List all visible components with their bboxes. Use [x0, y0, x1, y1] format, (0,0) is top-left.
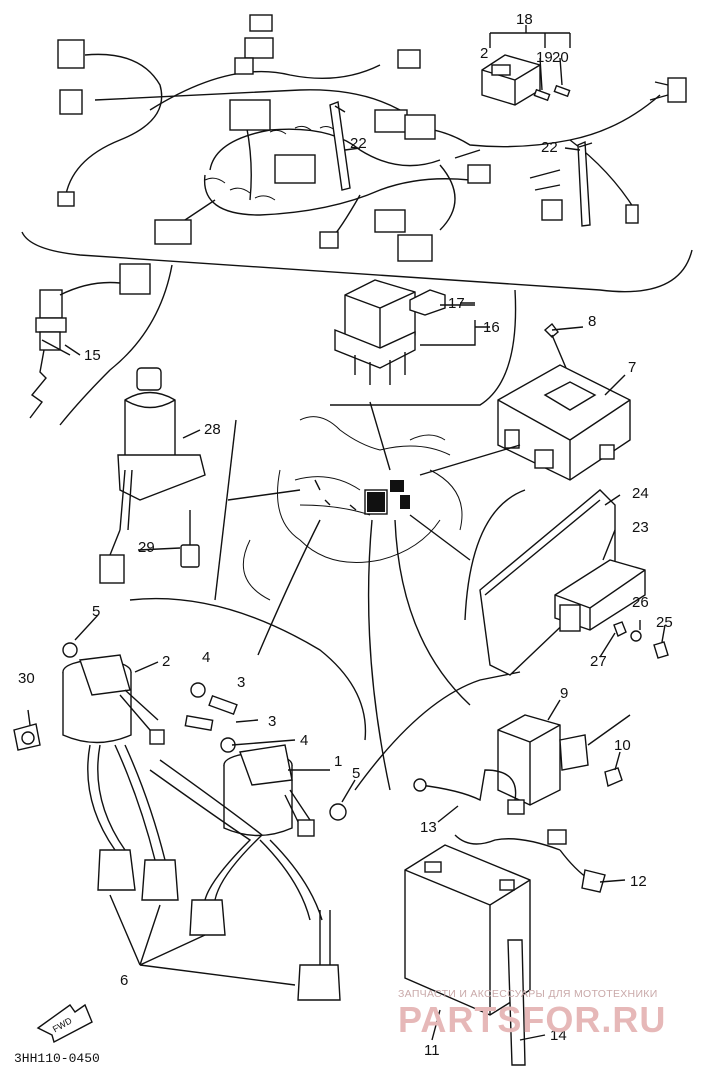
collar-26: [630, 630, 642, 642]
harness-connector: [274, 154, 316, 184]
switch-panel-divider: [214, 419, 237, 601]
diagram-code: 3HH110-0450: [14, 1051, 100, 1066]
callout-28: 28: [204, 421, 221, 438]
harness-connector: [249, 14, 273, 32]
sensor-with-lead: [29, 263, 151, 419]
cable-tie: [577, 140, 591, 227]
leader-6: [109, 894, 296, 986]
callout-14: 14: [550, 1027, 567, 1044]
harness-connector: [467, 164, 491, 184]
callout-1: 1: [334, 753, 342, 770]
harness-connector: [57, 39, 85, 69]
callout-17: 17: [448, 295, 465, 312]
starter-relay: [334, 279, 416, 385]
washer-4: [190, 682, 206, 698]
bolt-25: [653, 641, 669, 659]
callout-8: 8: [588, 313, 596, 330]
callout-20: 20: [552, 49, 569, 66]
ignition-coil-2: [62, 654, 165, 745]
harness-connector: [59, 89, 83, 115]
harness-connector: [374, 209, 406, 233]
washer-27: [613, 621, 627, 637]
nut-10: [604, 767, 623, 787]
leader-arrows: [227, 401, 521, 791]
starter-switch: [497, 714, 631, 806]
callout-6: 6: [120, 972, 128, 989]
harness-section-divider: [21, 231, 693, 293]
bolt-3: [184, 694, 238, 731]
callout-2-coil: 2: [162, 653, 170, 670]
ignitor-unit: [497, 364, 631, 481]
callout-4-upper: 4: [202, 649, 210, 666]
relay-fuse: [409, 289, 446, 316]
harness-connector: [541, 199, 563, 221]
callout-19: 19: [536, 49, 553, 66]
harness-connector: [154, 219, 192, 245]
battery-negative-cable: [413, 769, 525, 815]
callout-29: 29: [138, 539, 155, 556]
callout-22-left: 22: [350, 135, 367, 152]
callout-5-right: 5: [352, 765, 360, 782]
bolt-29: [180, 510, 200, 568]
label-leaders: [27, 147, 666, 1041]
cable-tie: [329, 101, 351, 191]
grommet-5: [329, 803, 347, 821]
battery-section-divider: [354, 671, 521, 791]
callout-16: 16: [483, 319, 500, 336]
callout-3-lower: 3: [268, 713, 276, 730]
callout-22-right: 22: [541, 139, 558, 156]
ignition-coil-1: [223, 744, 315, 837]
forward-direction-arrow: FWD: [36, 1003, 93, 1044]
battery: [404, 844, 531, 1016]
callout-9: 9: [560, 685, 568, 702]
harness-connector: [667, 77, 687, 103]
harness-connector: [244, 37, 274, 59]
clamp-30: [13, 723, 41, 751]
callout-7: 7: [628, 359, 636, 376]
callout-25: 25: [656, 614, 673, 631]
rectifier-regulator: [554, 559, 646, 632]
callout-11: 11: [424, 1042, 440, 1059]
callout-18: 18: [516, 11, 533, 28]
spark-plug-caps: [97, 849, 341, 1001]
callout-4-lower: 4: [300, 732, 308, 749]
bracket-section-divider: [464, 489, 526, 621]
battery-positive-cable: [454, 829, 606, 893]
callout-24: 24: [632, 485, 649, 502]
screw: [543, 322, 559, 338]
harness-connector: [229, 99, 271, 131]
callout-10: 10: [614, 737, 631, 754]
harness-connector: [404, 114, 436, 140]
watermark-tagline: ЗАПЧАСТИ И АКСЕССУАРЫ ДЛЯ МОТОТЕХНИКИ: [398, 988, 658, 1000]
callout-2-fuse: 2: [480, 45, 488, 62]
fuse-box: [481, 54, 571, 106]
watermark-logo: PARTSFOR.RU: [398, 999, 666, 1040]
wire-harness: [57, 14, 687, 262]
callout-23: 23: [632, 519, 649, 536]
harness-connector: [374, 109, 408, 133]
callout-13: 13: [420, 819, 437, 836]
left-section-divider: [59, 264, 173, 426]
callout-26: 26: [632, 594, 649, 611]
harness-connector: [319, 231, 339, 249]
high-tension-leads: [87, 744, 331, 970]
callout-3-upper: 3: [237, 674, 245, 691]
harness-connector: [57, 191, 75, 207]
harness-connector: [625, 204, 639, 224]
breather-hose: [507, 939, 526, 1066]
callout-15: 15: [84, 347, 101, 364]
motorcycle-outline: [242, 416, 463, 601]
callout-30: 30: [18, 670, 35, 687]
grommet-5: [62, 642, 78, 658]
harness-connector: [397, 234, 433, 262]
relay-section-divider: [330, 289, 517, 406]
callout-5-left: 5: [92, 603, 100, 620]
callout-12: 12: [630, 873, 647, 890]
coil-section-divider: [129, 597, 367, 741]
ignition-switch: [99, 367, 206, 584]
harness-connector: [234, 57, 254, 75]
harness-connector: [397, 49, 421, 69]
callout-27: 27: [590, 653, 607, 670]
